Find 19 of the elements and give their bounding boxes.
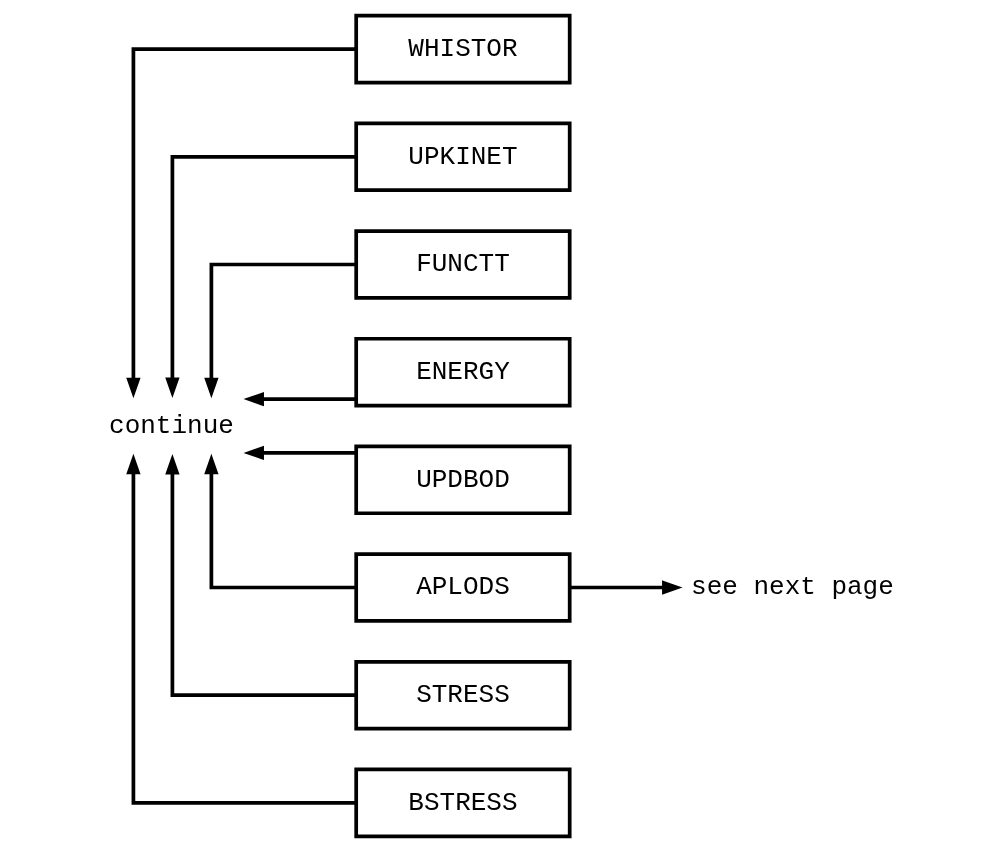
arrow (165, 453, 356, 698)
node-box: FUNCTT (354, 229, 572, 300)
arrow (126, 453, 356, 805)
arrow (165, 154, 356, 399)
node-text: see next page (691, 572, 894, 603)
node-box: BSTRESS (354, 767, 572, 839)
arrow (569, 580, 683, 595)
node-box: UPKINET (354, 121, 572, 193)
arrow (243, 445, 357, 461)
arrow (126, 47, 356, 399)
node-text: continue (109, 410, 234, 441)
node-box: UPDBOD (354, 444, 572, 516)
node-box: STRESS (354, 659, 572, 731)
node-box: WHISTOR (354, 13, 572, 85)
arrow (204, 262, 356, 399)
arrow (204, 453, 356, 590)
arrow (243, 391, 357, 407)
node-box: ENERGY (354, 336, 572, 408)
node-box: APLODS (354, 552, 572, 623)
